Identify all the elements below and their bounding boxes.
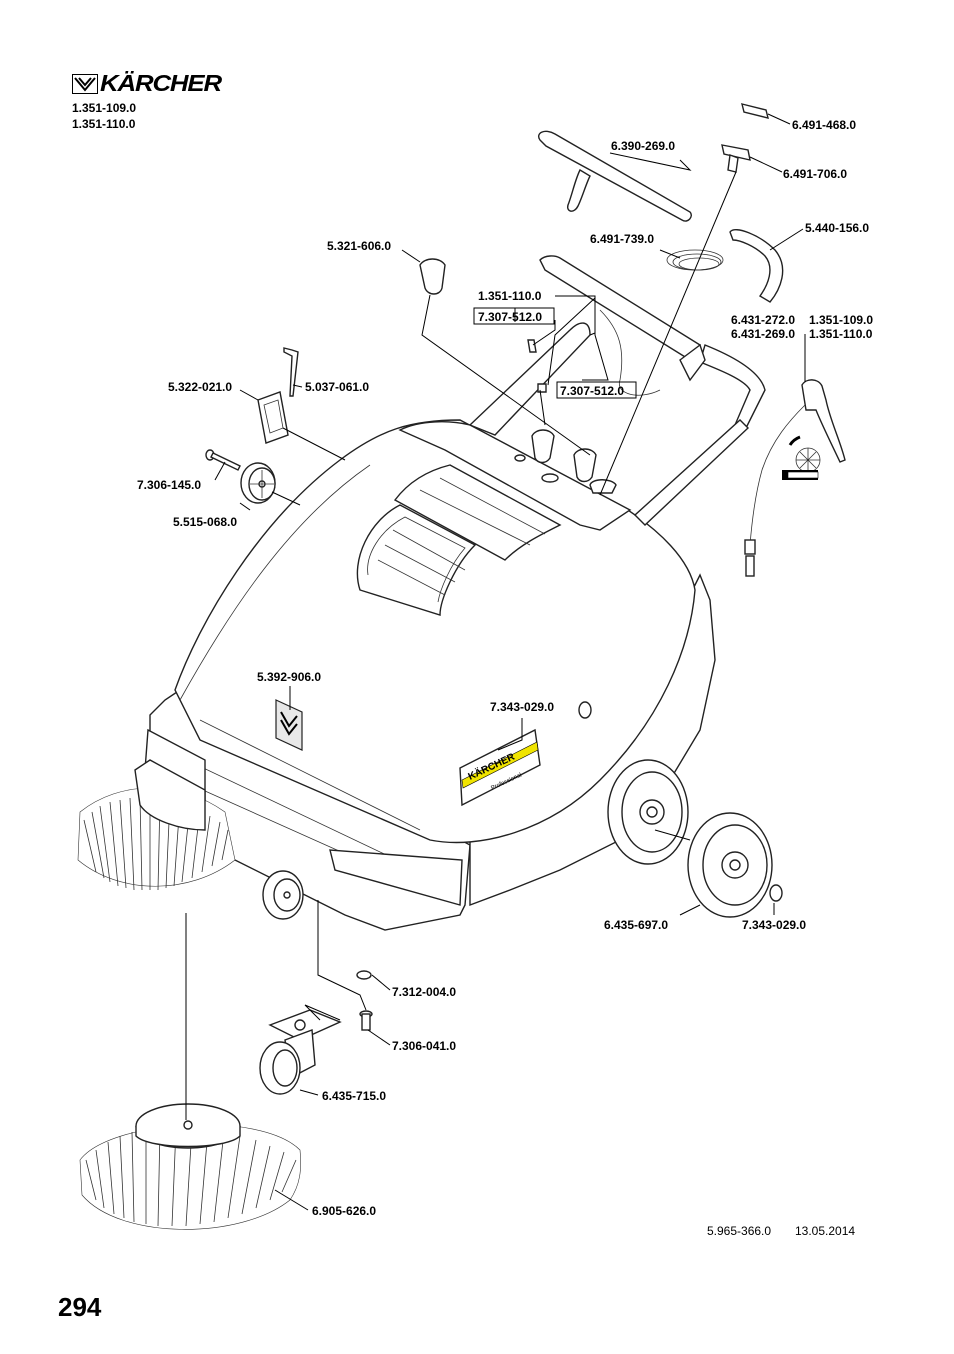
- label-5-515-068: 5.515-068.0: [173, 515, 237, 529]
- front-caster-mounted: [262, 870, 304, 920]
- side-brush: [79, 1103, 301, 1230]
- console-knobs: [514, 429, 617, 494]
- label-5-392-906: 5.392-906.0: [257, 670, 321, 684]
- label-6-491-468: 6.491-468.0: [792, 118, 856, 132]
- model-number-1: 1.351-109.0: [72, 101, 137, 115]
- label-1-351-109-b: 1.351-109.0: [809, 313, 873, 327]
- rear-wheel-left: [607, 759, 689, 865]
- washer: [356, 970, 372, 980]
- screw: [205, 449, 241, 471]
- part-labels: 6.491-468.0 6.390-269.0 6.491-706.0 6.49…: [137, 118, 873, 1218]
- label-6-390-269: 6.390-269.0: [611, 139, 675, 153]
- hose-bend: [729, 229, 784, 303]
- label-7-307-512-a: 7.307-512.0: [478, 310, 542, 324]
- brand-name: KÄRCHER: [100, 70, 222, 96]
- label-7-343-029-b: 7.343-029.0: [742, 918, 806, 932]
- brush-height-icon: [782, 435, 821, 480]
- label-7-312-004: 7.312-004.0: [392, 985, 456, 999]
- warning-decal: [275, 699, 303, 751]
- hex-key: [283, 347, 299, 397]
- label-7-307-512-b: 7.307-512.0: [560, 384, 624, 398]
- brand-logo: KÄRCHER: [72, 70, 232, 96]
- page-number: 294: [58, 1292, 102, 1322]
- label-box-7-307-512-a: [473, 307, 555, 325]
- label-5-440-156: 5.440-156.0: [805, 221, 869, 235]
- leader-lines: [185, 113, 806, 1211]
- caster-wheel: [259, 1009, 342, 1095]
- label-box-7-307-512-b: [556, 381, 637, 399]
- label-1-351-110-b: 1.351-110.0: [809, 327, 873, 341]
- brush-lever-cable: [744, 379, 846, 577]
- label-5-321-606: 5.321-606.0: [327, 239, 391, 253]
- circlip: [769, 884, 783, 902]
- label-6-435-697: 6.435-697.0: [604, 918, 668, 932]
- label-6-491-706: 6.491-706.0: [783, 167, 847, 181]
- hood-vents: [356, 464, 562, 616]
- rear-wheel-right: [687, 812, 773, 918]
- karcher-emblem-icon: [72, 74, 98, 94]
- grip-cap: [741, 103, 769, 119]
- sweeper-body: [144, 419, 716, 931]
- label-7-306-041: 7.306-041.0: [392, 1039, 456, 1053]
- label-6-491-739: 6.491-739.0: [590, 232, 654, 246]
- tension-knob: [721, 144, 751, 173]
- label-7-343-029-a: 7.343-029.0: [490, 700, 554, 714]
- side-brush-mounted: [77, 759, 236, 891]
- label-5-037-061: 5.037-061.0: [305, 380, 369, 394]
- caster-screw: [359, 1010, 373, 1031]
- brand-decal: KÄRCHER Professional: [459, 728, 541, 807]
- brush-bristles-1: [83, 797, 229, 891]
- label-7-306-145: 7.306-145.0: [137, 478, 201, 492]
- label-6-435-715: 6.435-715.0: [322, 1089, 386, 1103]
- label-1-351-110-a: 1.351-110.0: [478, 289, 542, 303]
- label-6-905-626: 6.905-626.0: [312, 1204, 376, 1218]
- bowden-cable: [666, 249, 724, 271]
- document-number: 5.965-366.0: [707, 1224, 772, 1238]
- document-date: 13.05.2014: [795, 1224, 856, 1238]
- model-number-2: 1.351-110.0: [72, 117, 136, 131]
- brush-bristles-2: [85, 1127, 297, 1227]
- label-6-431-269: 6.431-269.0: [731, 327, 795, 341]
- bracket: [257, 391, 289, 444]
- label-5-322-021: 5.322-021.0: [168, 380, 232, 394]
- lever-knob: [419, 258, 446, 295]
- small-wheel: [240, 462, 276, 504]
- handle-assembly: [468, 255, 766, 526]
- handle-grip: [538, 130, 692, 222]
- label-6-431-272: 6.431-272.0: [731, 313, 795, 327]
